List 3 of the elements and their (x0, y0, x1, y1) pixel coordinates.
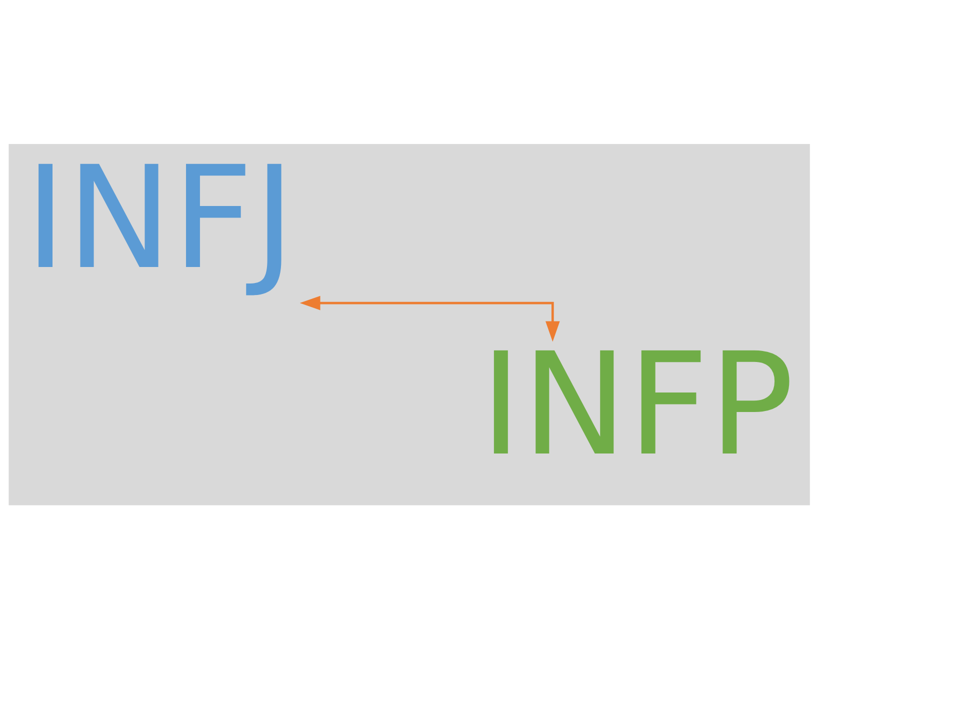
node-text: INFP (480, 323, 794, 488)
node-text: INFJ (24, 136, 296, 301)
arrow (300, 296, 560, 342)
